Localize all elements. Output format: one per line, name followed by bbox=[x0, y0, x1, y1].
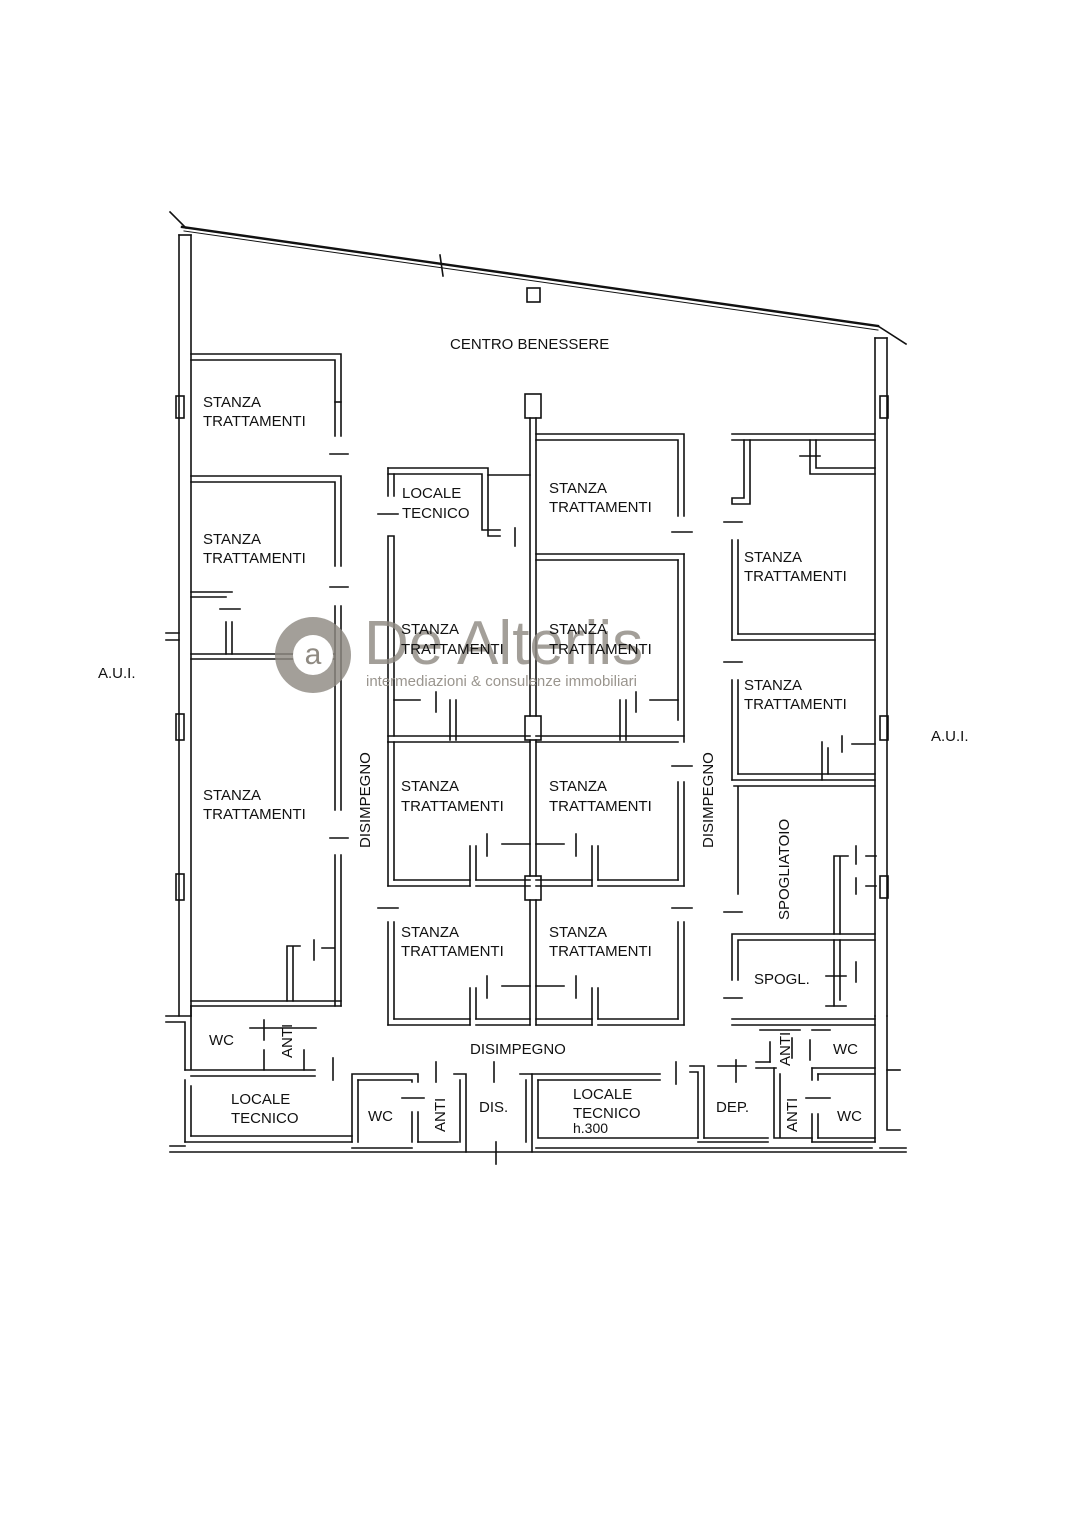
label-room-trattamenti-10b: TRATTAMENTI bbox=[549, 943, 652, 960]
label-disimpegno-right: DISIMPEGNO bbox=[700, 752, 717, 848]
label-room-trattamenti-11b: TRATTAMENTI bbox=[744, 568, 847, 585]
label-room-trattamenti-9a: STANZA bbox=[401, 924, 459, 941]
label-room-trattamenti-3a: STANZA bbox=[203, 787, 261, 804]
label-room-trattamenti-7a: STANZA bbox=[401, 778, 459, 795]
column bbox=[526, 287, 541, 303]
label-locale-tecnico-left-a: LOCALE bbox=[231, 1091, 290, 1108]
label-anti-1: ANTI bbox=[279, 1024, 296, 1058]
room-labels: CENTRO BENESSERE STANZA TRATTAMENTI STAN… bbox=[98, 336, 969, 1136]
label-spogl: SPOGL. bbox=[754, 971, 810, 988]
label-room-trattamenti-4b: TRATTAMENTI bbox=[549, 499, 652, 516]
watermark: a De Alteriis intermediazioni & consulen… bbox=[275, 609, 643, 693]
label-anti-2: ANTI bbox=[432, 1098, 449, 1132]
right-exterior-wall bbox=[874, 337, 888, 1017]
label-room-trattamenti-11a: STANZA bbox=[744, 549, 802, 566]
top-boundary-wall bbox=[180, 225, 880, 328]
label-room-trattamenti-8a: STANZA bbox=[549, 778, 607, 795]
label-centro-benessere: CENTRO BENESSERE bbox=[450, 336, 609, 353]
label-room-trattamenti-10a: STANZA bbox=[549, 924, 607, 941]
watermark-tagline: intermediazioni & consulenze immobiliari bbox=[366, 673, 637, 690]
label-room-trattamenti-6b: TRATTAMENTI bbox=[549, 641, 652, 658]
label-wc-1: WC bbox=[209, 1032, 234, 1049]
left-exterior-wall bbox=[178, 234, 192, 1017]
label-room-trattamenti-8b: TRATTAMENTI bbox=[549, 798, 652, 815]
label-locale-tecnico-top-b: TECNICO bbox=[402, 505, 470, 522]
label-room-trattamenti-1b: TRATTAMENTI bbox=[203, 413, 306, 430]
label-spogliatoio: SPOGLIATOIO bbox=[776, 819, 793, 920]
label-room-trattamenti-3b: TRATTAMENTI bbox=[203, 806, 306, 823]
label-room-trattamenti-4a: STANZA bbox=[549, 480, 607, 497]
label-room-trattamenti-12a: STANZA bbox=[744, 677, 802, 694]
label-aui-right: A.U.I. bbox=[931, 728, 969, 745]
label-dep: DEP. bbox=[716, 1099, 749, 1116]
label-locale-tecnico-center-h: h.300 bbox=[573, 1120, 608, 1136]
label-room-trattamenti-5a: STANZA bbox=[401, 621, 459, 638]
label-aui-left: A.U.I. bbox=[98, 665, 136, 682]
label-room-trattamenti-2a: STANZA bbox=[203, 531, 261, 548]
label-locale-tecnico-center-a: LOCALE bbox=[573, 1086, 632, 1103]
label-disimpegno-bottom: DISIMPEGNO bbox=[470, 1041, 566, 1058]
label-wc-2: WC bbox=[368, 1108, 393, 1125]
label-locale-tecnico-top-a: LOCALE bbox=[402, 485, 461, 502]
label-anti-4: ANTI bbox=[784, 1098, 801, 1132]
watermark-logo-letter: a bbox=[305, 638, 322, 671]
label-wc-3: WC bbox=[833, 1041, 858, 1058]
label-room-trattamenti-2b: TRATTAMENTI bbox=[203, 550, 306, 567]
label-anti-3: ANTI bbox=[777, 1032, 794, 1066]
walls bbox=[165, 210, 908, 1165]
label-disimpegno-left: DISIMPEGNO bbox=[357, 752, 374, 848]
label-dis: DIS. bbox=[479, 1099, 508, 1116]
watermark-name: De Alteriis bbox=[364, 609, 643, 678]
label-room-trattamenti-12b: TRATTAMENTI bbox=[744, 696, 847, 713]
label-locale-tecnico-center-b: TECNICO bbox=[573, 1105, 641, 1122]
label-room-trattamenti-1a: STANZA bbox=[203, 394, 261, 411]
label-locale-tecnico-left-b: TECNICO bbox=[231, 1110, 299, 1127]
label-wc-4: WC bbox=[837, 1108, 862, 1125]
label-room-trattamenti-9b: TRATTAMENTI bbox=[401, 943, 504, 960]
label-room-trattamenti-6a: STANZA bbox=[549, 621, 607, 638]
label-room-trattamenti-7b: TRATTAMENTI bbox=[401, 798, 504, 815]
label-room-trattamenti-5b: TRATTAMENTI bbox=[401, 641, 504, 658]
